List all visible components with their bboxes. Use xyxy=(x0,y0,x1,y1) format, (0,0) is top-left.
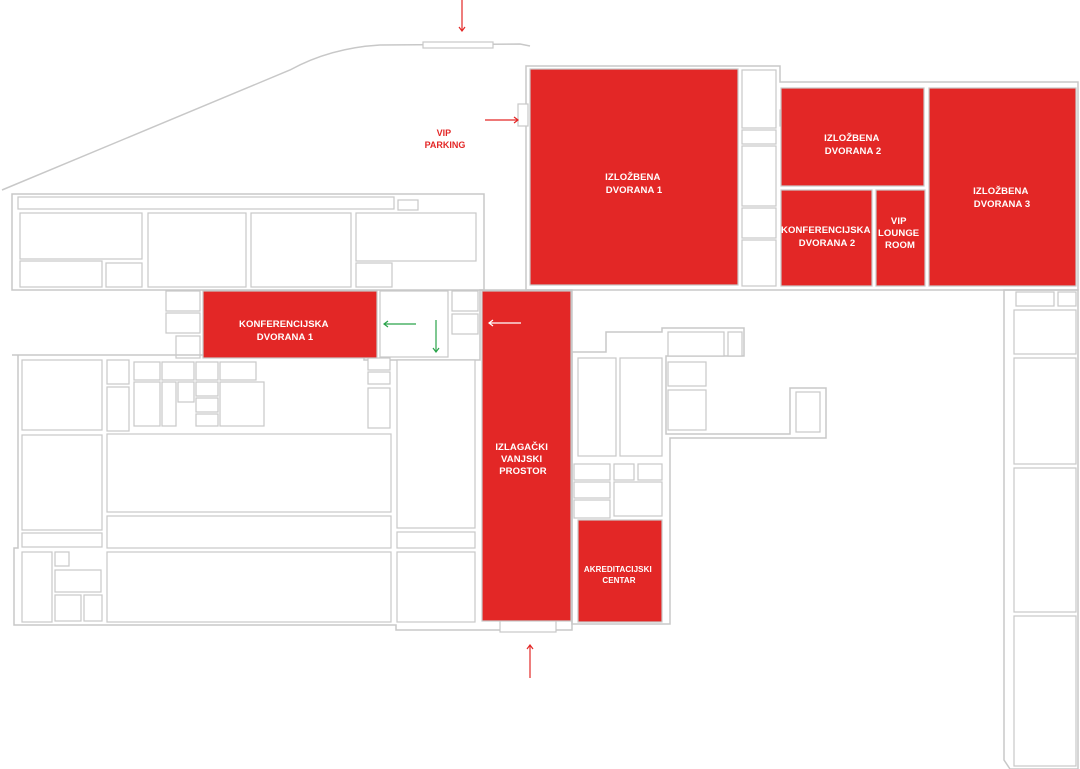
izlozbena-dvorana-3-label: IZLOŽBENA DVORANA 3 xyxy=(973,185,1031,210)
konferencijska-dvorana-2-area[interactable] xyxy=(780,189,873,287)
vip-parking-label: VIP PARKING xyxy=(425,128,466,150)
konferencijska-dvorana-2-label: KONFERENCIJSKA DVORANA 2 xyxy=(781,225,873,249)
izlagacki-vanjski-prostor-label: IZLAGAČKI VANJSKI PROSTOR xyxy=(495,441,550,477)
building-outlines xyxy=(1,41,1079,769)
white-direction-arrow-icon xyxy=(488,319,521,327)
bottom-entrance-arrow-icon xyxy=(526,644,534,678)
vip-lounge-room-label: VIP LOUNGE ROOM xyxy=(878,216,922,251)
entrance-arrows xyxy=(458,0,534,678)
route-arrows xyxy=(383,320,440,353)
highlighted-halls xyxy=(202,68,1077,623)
izlozbena-dvorana-3-area[interactable] xyxy=(928,87,1077,287)
akreditacijski-centar-label: AKREDITACIJSKI CENTAR xyxy=(584,565,654,585)
vip-lounge-room-area[interactable] xyxy=(875,189,926,287)
izlozbena-dvorana-2-label: IZLOŽBENA DVORANA 2 xyxy=(824,132,882,157)
izlozbena-dvorana-1-area[interactable] xyxy=(529,68,739,286)
vip-parking-entrance-arrow-icon xyxy=(485,116,519,124)
hall-labels: IZLOŽBENA DVORANA 1 IZLOŽBENA DVORANA 2 … xyxy=(239,128,1031,585)
izlozbena-dvorana-1-label: IZLOŽBENA DVORANA 1 xyxy=(605,171,663,196)
izlozbena-dvorana-2-area[interactable] xyxy=(780,87,925,187)
green-down-arrow-icon xyxy=(432,320,440,353)
top-entrance-arrow-icon xyxy=(458,0,466,32)
konferencijska-dvorana-1-area[interactable] xyxy=(202,290,378,359)
izlagacki-vanjski-prostor-area[interactable] xyxy=(481,290,572,622)
green-left-arrow-icon xyxy=(383,320,416,328)
konferencijska-dvorana-1-label: KONFERENCIJSKA DVORANA 1 xyxy=(239,319,331,343)
akreditacijski-centar-area[interactable] xyxy=(577,519,663,623)
